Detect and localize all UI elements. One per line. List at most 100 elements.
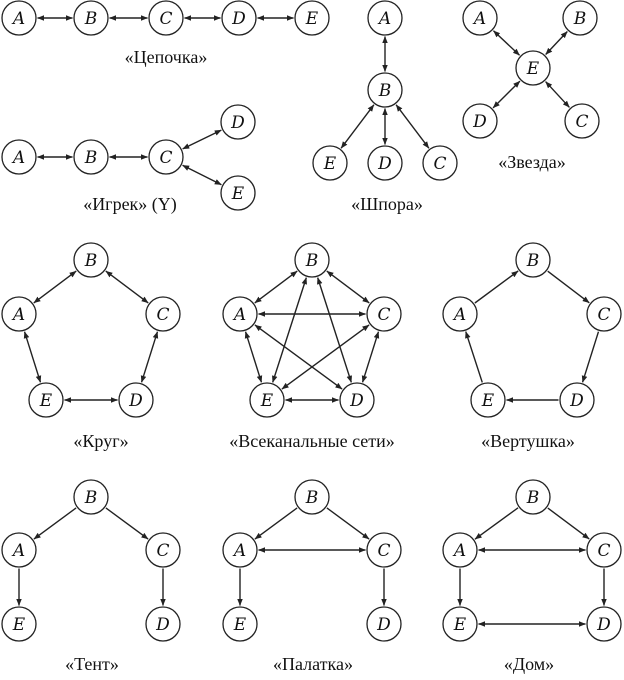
node-circle	[470, 382, 506, 418]
edge-all-channel-a-d	[254, 324, 343, 390]
node-label: A	[377, 9, 391, 29]
node-circle	[1, 532, 37, 568]
edge-pinwheel-e-a	[465, 331, 483, 383]
node-big-tent-e: E	[222, 606, 258, 642]
node-all-channel-e: E	[249, 382, 285, 418]
node-star-e: E	[515, 50, 551, 86]
node-label: B	[305, 251, 319, 271]
caption-star: «Звезда»	[498, 152, 566, 172]
node-label: A	[472, 9, 486, 29]
node-circle-c: C	[145, 296, 181, 332]
edge-circle-a-e	[23, 331, 42, 383]
node-label: D	[472, 112, 487, 132]
node-label: D	[596, 615, 611, 635]
node-label: A	[11, 541, 25, 561]
node-big-tent-a: A	[222, 532, 258, 568]
node-spur-c: C	[422, 145, 458, 181]
node-circle	[564, 103, 600, 139]
node-label: C	[575, 112, 588, 132]
node-circle	[222, 296, 258, 332]
node-label: E	[12, 615, 26, 635]
node-circle	[145, 606, 181, 642]
node-y-e: E	[220, 175, 256, 211]
node-label: D	[377, 154, 392, 174]
node-spur-e: E	[312, 145, 348, 181]
node-circle	[422, 145, 458, 181]
node-circle-a: A	[1, 296, 37, 332]
node-label: C	[377, 541, 390, 561]
node-pinwheel-e: E	[470, 382, 506, 418]
node-circle	[220, 104, 256, 140]
node-label: A	[452, 541, 466, 561]
node-label: A	[452, 305, 466, 325]
node-all-channel-a: A	[222, 296, 258, 332]
node-pinwheel-a: A	[442, 296, 478, 332]
node-house-b: B	[515, 479, 551, 515]
node-circle	[442, 296, 478, 332]
caption-spur: «Шпора»	[351, 194, 423, 214]
node-label: E	[260, 391, 274, 411]
node-spur-d: D	[367, 145, 403, 181]
edge-all-channel-a-b	[254, 270, 298, 304]
node-label: B	[84, 9, 98, 29]
node-circle	[249, 382, 285, 418]
node-circle	[294, 0, 330, 36]
edge-circle-a-b	[33, 270, 77, 304]
node-label: D	[569, 391, 584, 411]
node-pinwheel-c: C	[586, 296, 622, 332]
node-circle	[339, 382, 375, 418]
node-label: D	[349, 391, 364, 411]
node-label: C	[159, 148, 172, 168]
caption-all-channel: «Всеканальные сети»	[229, 431, 395, 451]
node-circle-b: B	[73, 242, 109, 278]
caption-tent: «Тент»	[65, 654, 119, 674]
node-label: A	[11, 148, 25, 168]
node-all-channel-d: D	[339, 382, 375, 418]
node-label: B	[84, 251, 98, 271]
node-house-c: C	[586, 532, 622, 568]
edges-layer	[16, 15, 607, 627]
node-label: E	[323, 154, 337, 174]
edge-big-tent-b-a	[254, 507, 298, 540]
node-label: D	[230, 113, 245, 133]
node-y-d: D	[220, 104, 256, 140]
node-circle	[442, 606, 478, 642]
node-circle	[221, 0, 257, 36]
caption-chain: «Цепочка»	[125, 47, 208, 67]
node-circle	[1, 139, 37, 175]
node-y-b: B	[73, 139, 109, 175]
node-label: E	[231, 184, 245, 204]
caption-house: «Дом»	[504, 654, 554, 674]
node-label: B	[526, 488, 540, 508]
node-circle	[73, 0, 109, 36]
node-circle	[515, 50, 551, 86]
node-label: E	[39, 391, 53, 411]
node-circle	[73, 242, 109, 278]
node-circle	[118, 382, 154, 418]
edge-star-e-a	[492, 30, 521, 56]
node-big-tent-c: C	[366, 532, 402, 568]
node-chain-d: D	[221, 0, 257, 36]
node-circle	[559, 382, 595, 418]
captions-layer: «Цепочка» «Шпора» «Звезда» «Игрек» (Y) «…	[65, 47, 575, 674]
node-circle	[562, 0, 598, 36]
node-circle	[366, 296, 402, 332]
edge-y-c-e	[182, 164, 222, 186]
caption-circle: «Круг»	[73, 431, 128, 451]
node-label: C	[597, 541, 610, 561]
node-label: C	[156, 305, 169, 325]
node-label: C	[597, 305, 610, 325]
edge-spur-b-c	[395, 104, 430, 149]
node-label: B	[526, 251, 540, 271]
node-circle	[312, 145, 348, 181]
node-star-c: C	[564, 103, 600, 139]
node-pinwheel-d: D	[559, 382, 595, 418]
node-circle	[220, 175, 256, 211]
edge-star-e-c	[545, 81, 570, 108]
caption-big-tent: «Палатка»	[273, 654, 353, 674]
node-tent-b: B	[73, 479, 109, 515]
node-pinwheel-b: B	[515, 242, 551, 278]
node-label: A	[232, 541, 246, 561]
node-all-channel-c: C	[366, 296, 402, 332]
